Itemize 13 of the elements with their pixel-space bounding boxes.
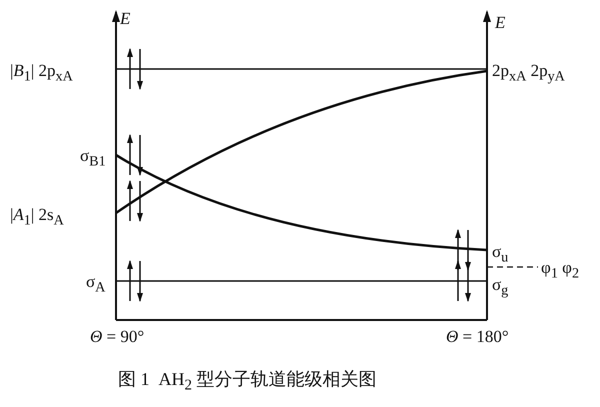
angle-label: Θ = 180°	[446, 328, 509, 345]
level-label: 2p$_{xA}$ 2p$_{yA}$	[492, 62, 565, 84]
level-label: σ$_{A}$	[86, 273, 106, 295]
level-label: |B$_{1}$| 2p$_{xA}$	[10, 62, 73, 84]
level-label: σ$_{u}$	[492, 243, 508, 265]
level-label: σ$_{B1}$	[80, 147, 106, 169]
level-label: φ$_{1}$ φ$_{2}$	[541, 259, 580, 281]
level-label: σ$_{g}$	[492, 276, 508, 298]
angle-label: Θ = 90°	[90, 328, 144, 345]
figure-caption: 图 1 AH$_{2}$ 型分子轨道能级相关图	[118, 370, 376, 394]
axis-label: E	[495, 14, 506, 31]
axis-label: E	[120, 10, 130, 27]
level-label: |A$_{1}$| 2s$_{A}$	[10, 206, 64, 228]
